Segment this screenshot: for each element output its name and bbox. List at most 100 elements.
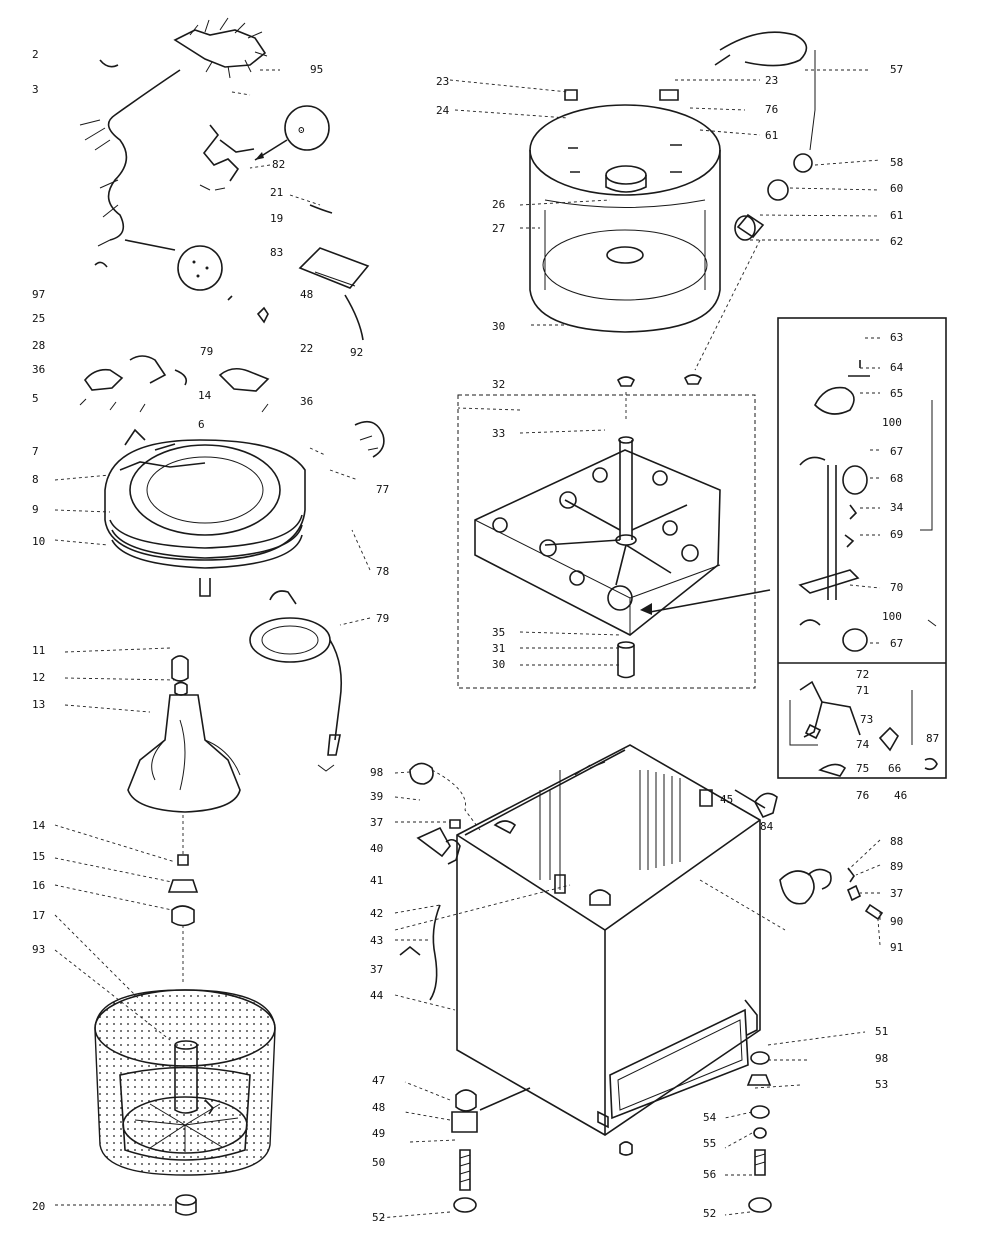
callout-label: 61 [765,129,778,142]
callout-label: 69 [890,528,903,541]
svg-text:ʘ: ʘ [298,123,305,136]
callout-label: 73 [860,713,873,726]
callout-label: 98 [370,766,383,779]
callout-label: 100 [882,416,902,429]
callout-label: 79 [200,345,213,358]
callout-label: 36 [32,363,45,376]
callout-label: 6 [198,418,205,431]
callout-label: 61 [890,209,903,222]
callout-label: 9 [32,503,39,516]
drain-hose [249,590,343,772]
callout-label: 47 [372,1074,385,1087]
callout-label: 35 [492,626,505,639]
callout-label: 46 [894,789,907,802]
callout-label: 21 [270,186,283,199]
callout-label: 39 [370,790,383,803]
callout-label: 19 [270,212,283,225]
callout-label: 97 [32,288,45,301]
callout-label: 68 [890,472,903,485]
callout-label: 48 [372,1101,385,1114]
callout-label: 28 [32,339,45,352]
callout-label: 60 [890,182,903,195]
callout-label: 50 [372,1156,385,1169]
callout-label: 36 [300,395,313,408]
callout-label: 27 [492,222,505,235]
callout-label: 14 [198,389,212,402]
callout-label: 22 [300,342,313,355]
callout-label: 37 [370,816,383,829]
bracket-part [227,247,370,341]
callout-label: 32 [492,378,505,391]
callout-label: 16 [32,879,45,892]
top-cover-ring [104,428,306,597]
callout-label: 79 [376,612,389,625]
callout-label: 67 [890,637,903,650]
wiring-harness [79,17,268,291]
callout-label: 49 [372,1127,385,1140]
callout-label: 26 [492,198,505,211]
callout-label: 13 [32,698,45,711]
callout-label: 76 [765,103,778,116]
leader-lines [54,69,881,1206]
callout-label: 37 [370,963,383,976]
callout-label: 25 [32,312,45,325]
callout-label: 45 [720,793,733,806]
callout-label: 55 [703,1137,716,1150]
transmission-base-dashed-box [457,374,771,689]
callout-label: 83 [270,246,283,259]
callout-label: 92 [350,346,363,359]
callout-label: 42 [370,907,383,920]
callout-label: 67 [890,445,903,458]
callout-label: 100 [882,610,902,623]
callout-label: 63 [890,331,903,344]
callout-label: 14 [32,819,46,832]
callout-label: 44 [370,989,384,1002]
callout-label: 20 [32,1200,45,1213]
agitator [127,655,241,985]
callout-label: 58 [890,156,903,169]
callout-label: 31 [492,642,505,655]
callout-label: 78 [376,565,389,578]
cabinet-hardware [399,762,884,956]
callout-label: 52 [372,1211,385,1224]
callout-label: 84 [760,820,774,833]
callout-label: 30 [492,320,505,333]
callout-label: 87 [926,732,939,745]
callout-label: 65 [890,387,903,400]
callout-label: 82 [272,158,285,171]
callout-label: 71 [856,684,869,697]
callout-label: 95 [310,63,323,76]
callout-label: 37 [890,887,903,900]
callout-label: 76 [856,789,869,802]
callout-label: 23 [436,75,449,88]
callout-label: 23 [765,74,778,87]
callout-label: 8 [32,473,39,486]
callout-label: 17 [32,909,45,922]
callout-label: 41 [370,874,383,887]
callout-label: 66 [888,762,901,775]
timer-knob-assembly: ʘ [199,105,333,214]
callout-label: 24 [436,104,450,117]
callout-label: 48 [300,288,313,301]
callout-label: 53 [875,1078,888,1091]
callout-label: 57 [890,63,903,76]
tub-hose-and-seals [694,31,816,371]
callout-label: 77 [376,483,389,496]
callout-label: 43 [370,934,383,947]
callout-label: 7 [32,445,39,458]
callout-label: 5 [32,392,39,405]
callout-label: 2 [32,48,39,61]
callout-label: 3 [32,83,39,96]
callout-label: 34 [890,501,904,514]
callout-label: 98 [875,1052,888,1065]
callout-label: 75 [856,762,869,775]
control-panel-small-parts [79,355,385,458]
callout-label: 88 [890,835,903,848]
callout-label: 72 [856,668,869,681]
callout-label: 64 [890,361,904,374]
callout-labels: 2 3 95 82 21 19 83 48 92 97 25 28 36 79 … [32,48,939,1224]
callout-label: 33 [492,427,505,440]
callout-label: 91 [890,941,903,954]
callout-label: 30 [492,658,505,671]
